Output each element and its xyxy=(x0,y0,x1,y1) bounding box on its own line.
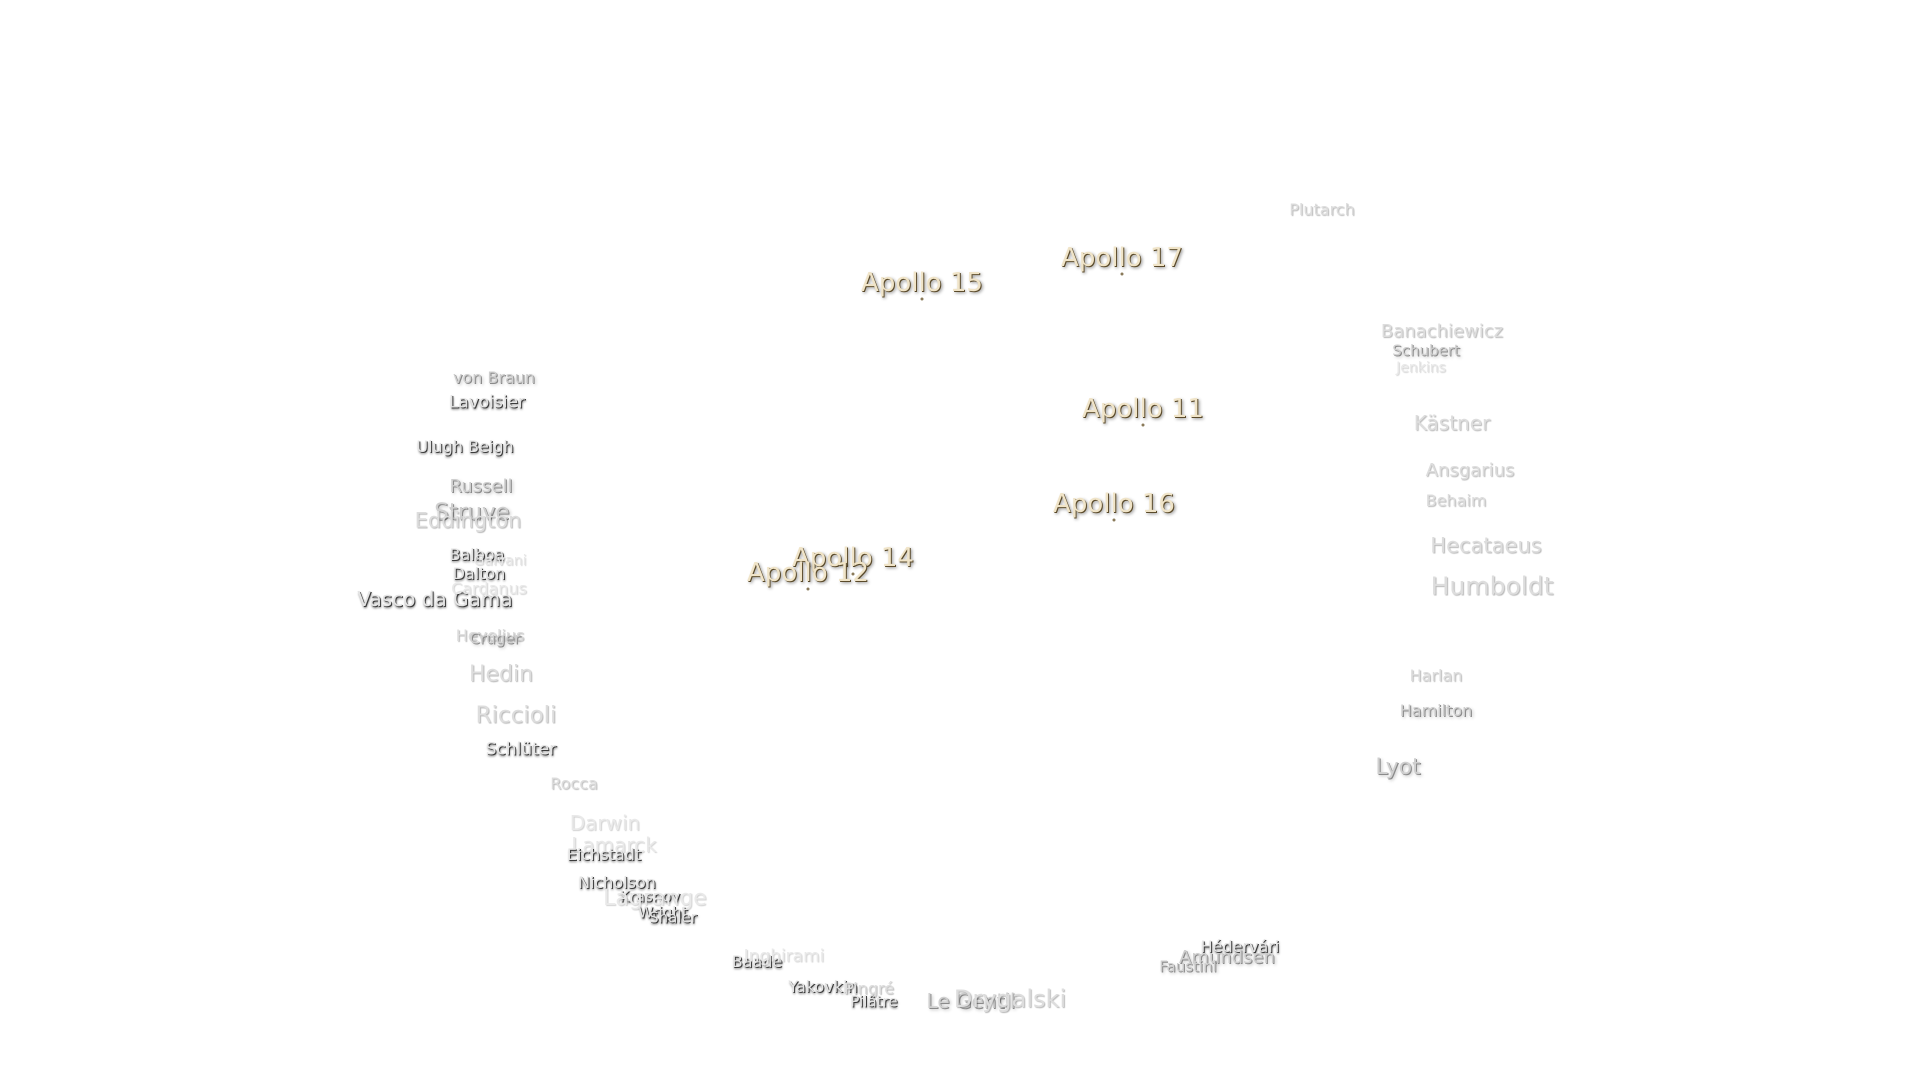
crater-label-struve: Struve xyxy=(434,499,510,526)
crater-label-wright: Wright xyxy=(638,903,688,922)
crater-label-darwin: Darwin xyxy=(569,811,641,835)
crater-label-behaim: Behaim xyxy=(1425,491,1487,510)
crater-label-hedin: Hedin xyxy=(468,662,534,687)
crater-label-krasnov: Krasnov xyxy=(619,887,681,906)
landing-site-apollo-16: Apollo 16 xyxy=(1053,489,1175,519)
crater-label-shaler: Shaler xyxy=(649,908,697,927)
landing-site-marker xyxy=(1112,518,1116,522)
crater-label-hevelius: Hevelius xyxy=(455,626,525,645)
landing-site-marker xyxy=(920,297,924,301)
crater-label-cruger: Cruger xyxy=(469,629,521,648)
crater-label-yakovkin: Yakovkin xyxy=(788,977,858,996)
crater-label-galvani: Galvani xyxy=(473,553,527,569)
crater-label-ulugh-beigh: Ulugh Beigh xyxy=(416,437,514,456)
landing-site-apollo-15: Apollo 15 xyxy=(861,268,983,298)
crater-label-inghirami: Inghirami xyxy=(743,946,825,967)
crater-label-amundsen: Amundsen xyxy=(1179,947,1275,968)
crater-label-schluter: Schlüter xyxy=(485,739,557,760)
crater-label-harlan: Harlan xyxy=(1409,666,1463,685)
crater-label-von-braun: von Braun xyxy=(452,368,536,387)
landing-site-marker xyxy=(1120,272,1124,276)
crater-label-le-gentil: Le Gentil xyxy=(926,989,1016,1013)
landing-site-apollo-12: Apollo 12 xyxy=(747,558,869,588)
crater-label-riccioli: Riccioli xyxy=(475,702,557,729)
crater-label-vasco-da-gama: Vasco da Gama xyxy=(357,587,513,611)
crater-label-kastner: Kästner xyxy=(1413,411,1491,435)
crater-label-hamilton: Hamilton xyxy=(1399,701,1473,720)
crater-label-lyot: Lyot xyxy=(1375,755,1421,780)
crater-label-drygalski: Drygalski xyxy=(953,985,1067,1013)
crater-label-balboa: Balboa xyxy=(449,545,505,564)
landing-site-apollo-17: Apollo 17 xyxy=(1061,243,1183,273)
crater-label-faustini: Faustini xyxy=(1159,957,1217,976)
crater-label-lavoisier: Lavoisier xyxy=(448,392,526,413)
crater-label-rocca: Rocca xyxy=(550,774,598,793)
crater-label-eddington: Eddington xyxy=(414,508,522,533)
crater-label-cardanus: Cardanus xyxy=(451,579,527,598)
landing-site-apollo-11: Apollo 11 xyxy=(1082,394,1204,424)
crater-label-pingre: Pingré xyxy=(843,979,895,998)
crater-label-dalton: Dalton xyxy=(452,564,506,583)
crater-label-russell: Russell xyxy=(449,476,513,497)
crater-label-jenkins: Jenkins xyxy=(1396,360,1446,376)
crater-label-schubert: Schubert xyxy=(1392,341,1460,360)
crater-label-humboldt: Humboldt xyxy=(1430,571,1554,601)
crater-label-eichstadt: Eichstadt xyxy=(566,845,642,864)
crater-label-nicholson: Nicholson xyxy=(578,873,656,892)
crater-label-pilatre: Pilâtre xyxy=(850,992,898,1011)
crater-label-lagrange: Lagrange xyxy=(603,886,707,911)
crater-label-hedervari: Hédervári xyxy=(1200,937,1280,956)
crater-label-ansgarius: Ansgarius xyxy=(1425,460,1515,481)
landing-site-apollo-14: Apollo 14 xyxy=(792,543,914,573)
landing-site-marker xyxy=(851,572,855,576)
crater-label-hecataeus: Hecataeus xyxy=(1430,533,1542,558)
crater-label-banachiewicz: Banachiewicz xyxy=(1380,321,1504,342)
landing-site-marker xyxy=(1141,423,1145,427)
crater-label-plutarch: Plutarch xyxy=(1289,200,1355,219)
landing-site-marker xyxy=(806,587,810,591)
crater-label-lamarck: Lamarck xyxy=(571,833,657,857)
crater-label-baade: Baade xyxy=(731,952,783,971)
